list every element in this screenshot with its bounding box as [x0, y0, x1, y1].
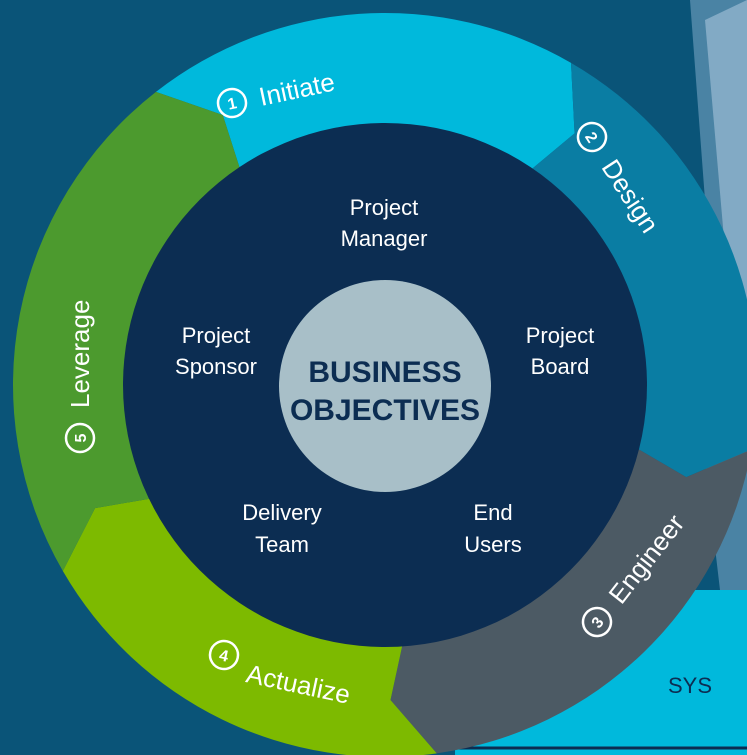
role-project-manager-line2: Manager — [341, 226, 428, 251]
phase-number-badge — [216, 87, 248, 119]
center-title-line1: BUSINESS — [308, 356, 461, 389]
phase-number-badge — [64, 422, 96, 454]
role-project-board-line2: Board — [531, 354, 590, 379]
ring-segment-leverage — [13, 91, 241, 572]
phase-number-badge — [581, 606, 613, 638]
phase-number-badge — [208, 639, 240, 671]
phase-number: 5 — [73, 433, 90, 442]
phase-number: 1 — [226, 95, 238, 113]
role-delivery-team-line1: Delivery — [242, 500, 321, 525]
phase-ring — [13, 13, 747, 755]
phase-number: 4 — [218, 647, 230, 665]
role-end-users-line1: End — [473, 500, 512, 525]
business-objectives-circle — [279, 280, 491, 492]
phase-leverage: 5 Leverage — [64, 300, 96, 454]
ring-segment-engineer — [390, 447, 747, 754]
phase-number-badge — [576, 121, 608, 153]
ring-segment-design — [529, 62, 747, 478]
role-delivery-team-line2: Team — [255, 532, 309, 557]
phase-label: Leverage — [65, 300, 95, 408]
background-shirt-shape — [705, 0, 747, 300]
role-project-sponsor-line1: Project — [182, 323, 250, 348]
center-title-line2: OBJECTIVES — [290, 394, 480, 427]
ring-segment-actualize — [62, 498, 437, 755]
corner-text: SYS — [668, 673, 712, 698]
role-project-sponsor-line2: Sponsor — [175, 354, 257, 379]
role-end-users-line2: Users — [464, 532, 521, 557]
ring-segment-initiate — [155, 13, 575, 172]
role-project-board-line1: Project — [526, 323, 594, 348]
role-project-manager-line1: Project — [350, 195, 418, 220]
